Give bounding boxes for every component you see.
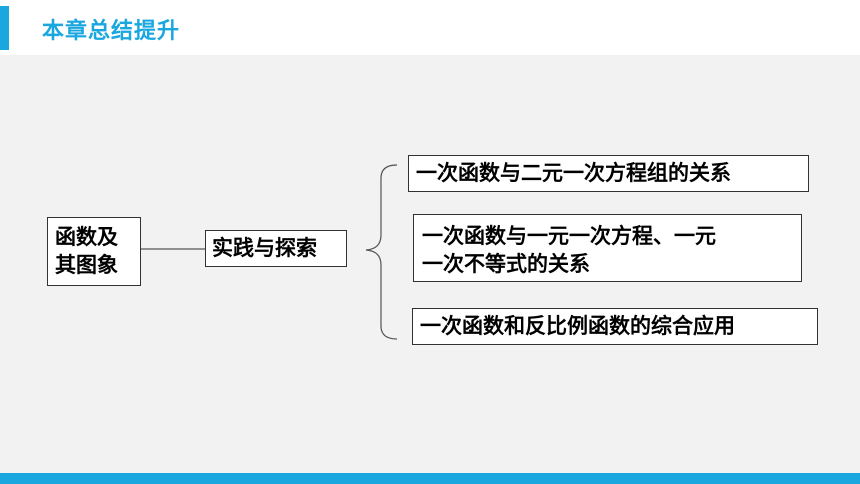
leaf-2-text-line-1: 一次函数与一元一次方程、一元 — [422, 224, 716, 248]
footer-bar — [0, 473, 860, 484]
middle-topic-label: 实践与探索 — [212, 236, 317, 260]
header-accent-bar — [0, 6, 9, 50]
leaf-box-2: 一次函数与一元一次方程、一元 一次不等式的关系 — [413, 214, 802, 282]
leaf-2-text-line-2: 一次不等式的关系 — [422, 252, 590, 276]
page-title: 本章总结提升 — [42, 19, 181, 44]
header: 本章总结提升 — [0, 0, 860, 55]
leaf-box-1: 一次函数与二元一次方程组的关系 — [408, 155, 809, 192]
leaf-1-text: 一次函数与二元一次方程组的关系 — [416, 161, 731, 185]
middle-topic-box: 实践与探索 — [205, 230, 347, 267]
root-topic-box: 函数及 其图象 — [47, 217, 141, 286]
leaf-box-3: 一次函数和反比例函数的综合应用 — [412, 308, 818, 345]
root-topic-line-2: 其图象 — [55, 253, 118, 277]
root-topic-line-1: 函数及 — [55, 225, 118, 249]
leaf-3-text: 一次函数和反比例函数的综合应用 — [420, 314, 735, 338]
